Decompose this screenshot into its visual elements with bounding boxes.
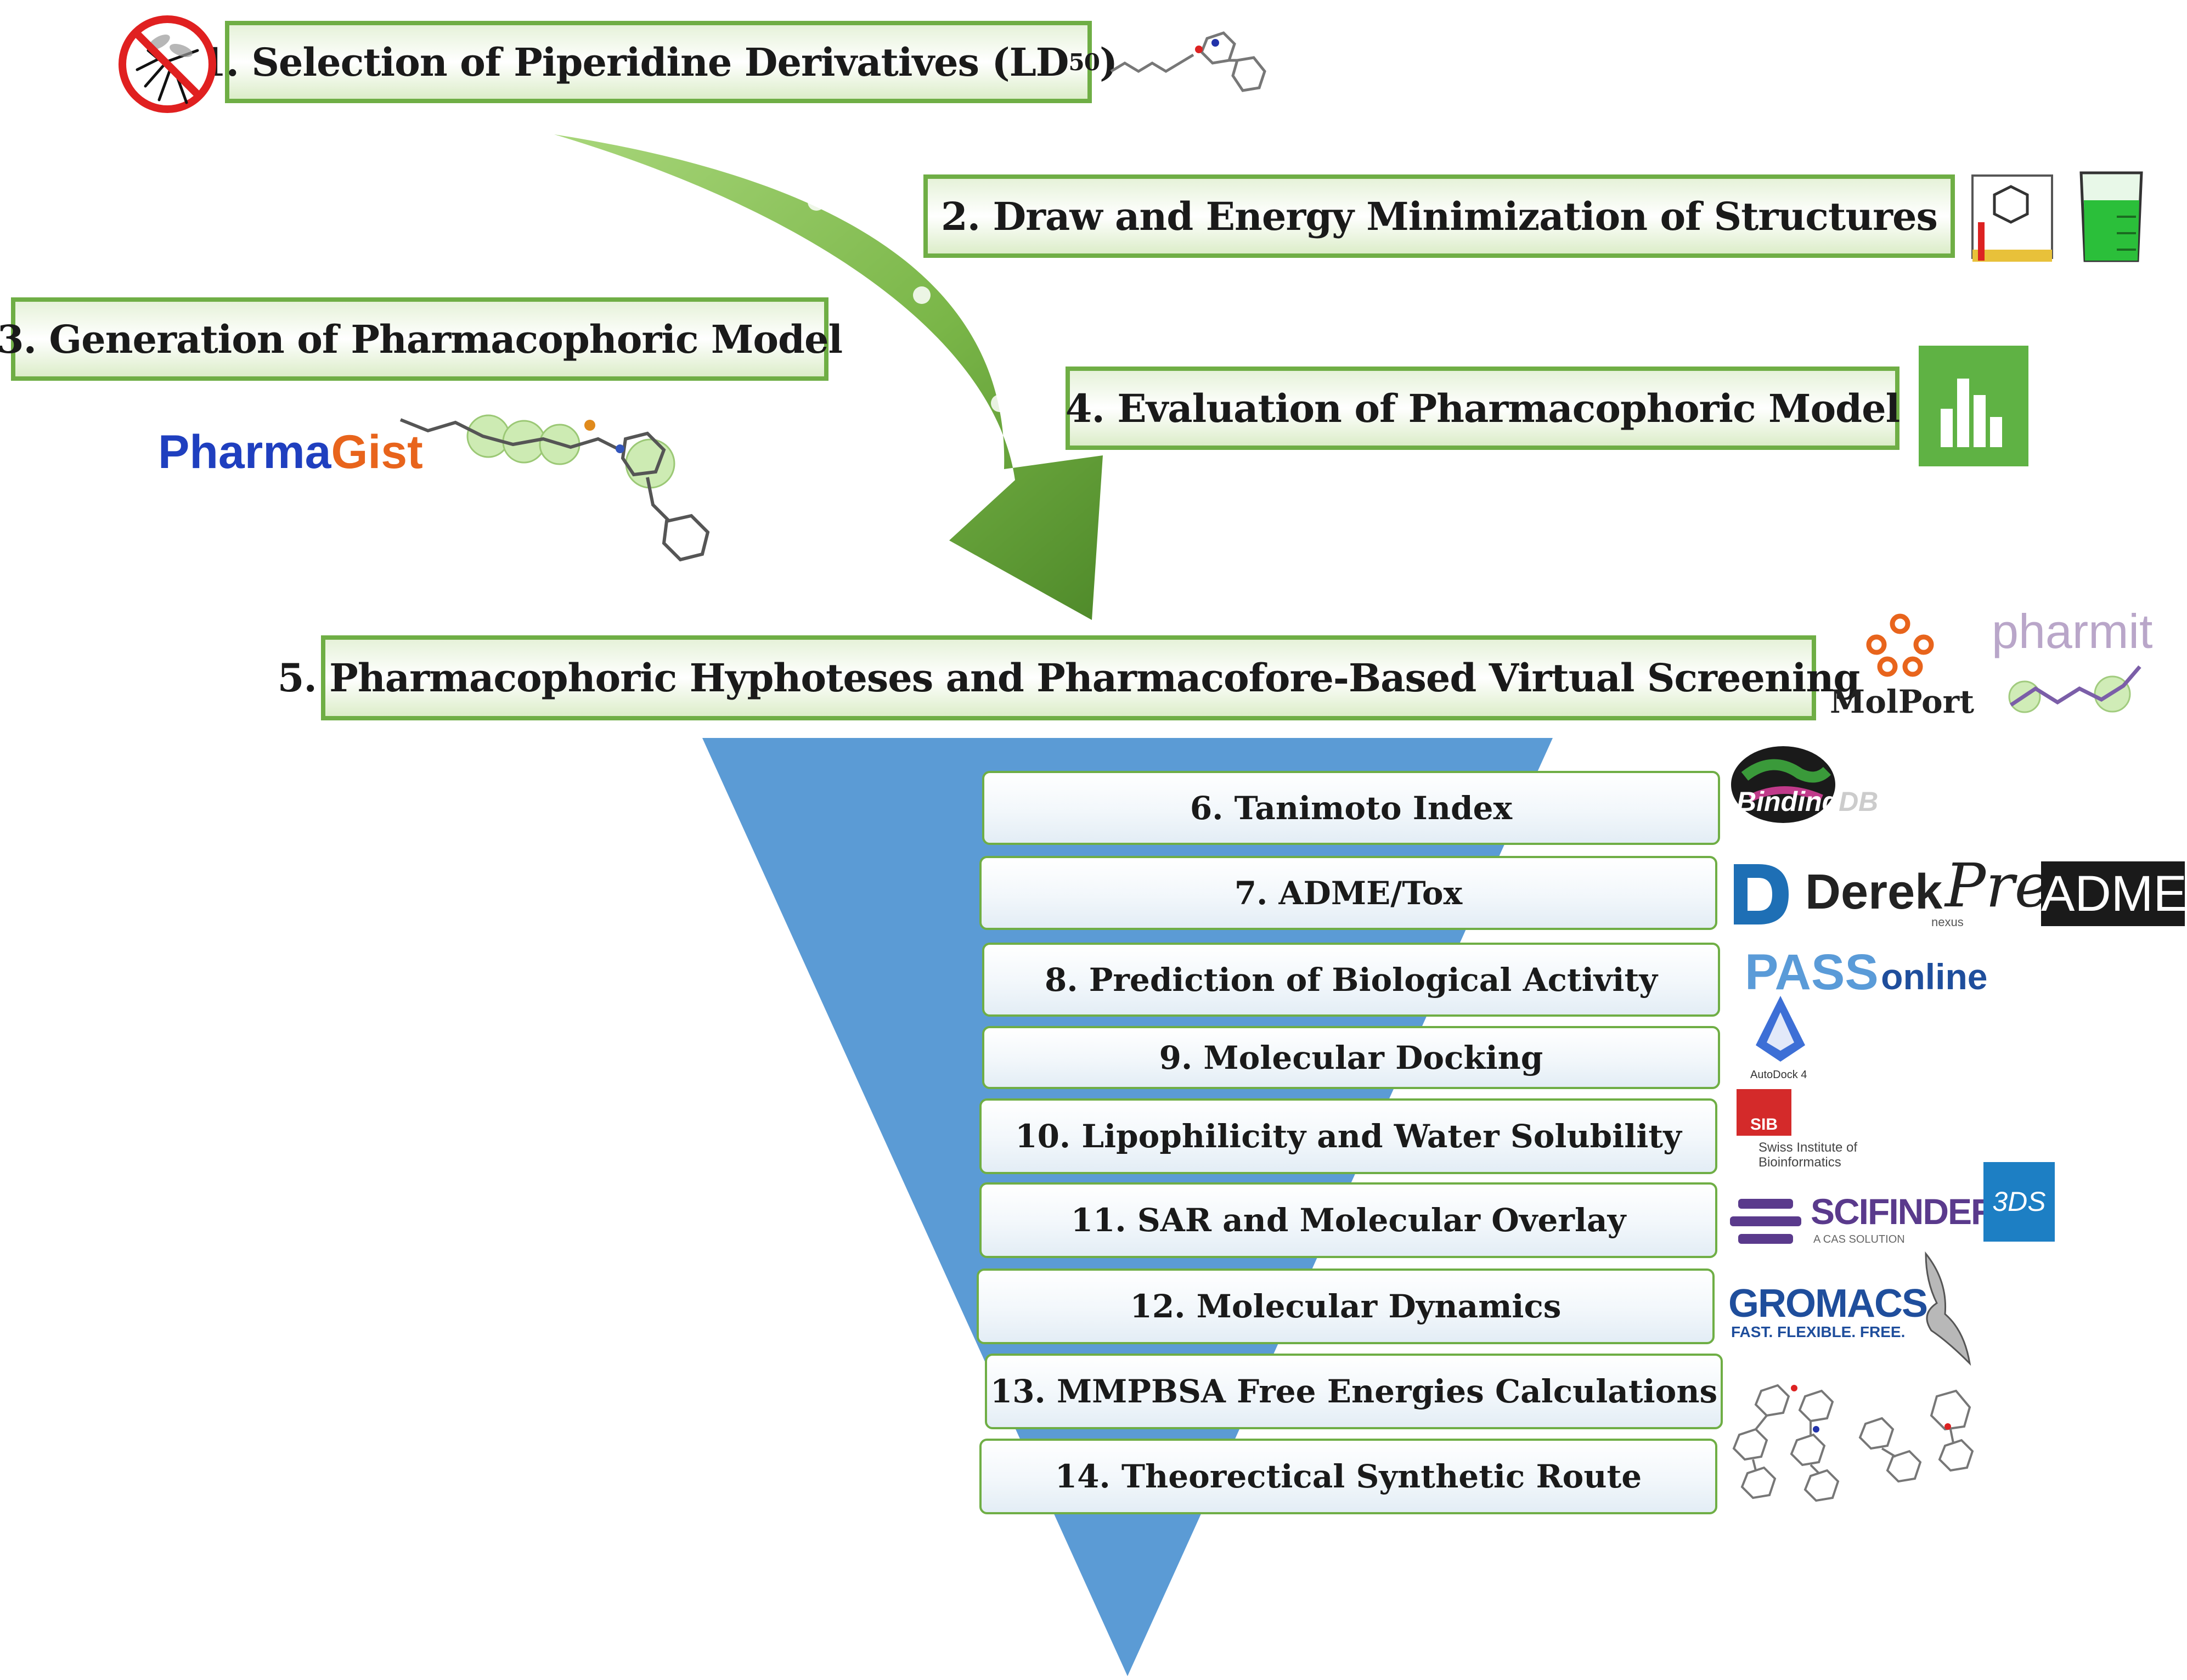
pharmit-logo: pharmit <box>1992 604 2153 658</box>
process-flow-arrow <box>554 134 1103 620</box>
sib-badge: SIB <box>1737 1089 1791 1136</box>
step-5-screening: 5. Pharmacophoric Hyphoteses and Pharmac… <box>278 635 1860 720</box>
step-1-close: ) <box>1099 39 1118 85</box>
pass-label: PASS <box>1745 944 1879 1000</box>
step-3-label: 3. Generation of Pharmacophoric Model <box>0 316 843 362</box>
step-2-draw: 2. Draw and Energy Minimization of Struc… <box>923 174 1955 258</box>
step-1-selection: 1. Selection of Piperidine Derivatives (… <box>200 21 1118 103</box>
bindingdb-globe-icon <box>1731 746 1835 823</box>
step-7-label: 7. ADME/Tox <box>1234 874 1463 912</box>
step-4-evaluation: 4. Evaluation of Pharmacophoric Model <box>1065 367 1900 450</box>
step-6-label: 6. Tanimoto Index <box>1190 789 1513 827</box>
bindingdb-part2: DB <box>1839 786 1879 817</box>
preadmet-pre-label: Pre <box>1945 850 2050 921</box>
gromacs-label: GROMACS <box>1728 1282 1928 1326</box>
step-14-label: 14. Theorectical Synthetic Route <box>1055 1458 1642 1495</box>
gromacs-bird-icon <box>1925 1251 1971 1366</box>
scifinder-tag: A CAS SOLUTION <box>1813 1233 1905 1245</box>
step-12-dynamics: 12. Molecular Dynamics <box>977 1269 1715 1344</box>
molport-network-icon <box>1866 613 1934 677</box>
step-1-subscript: 50 <box>1068 48 1100 76</box>
beaker-icon <box>2079 171 2143 262</box>
derek-nexus-label: nexus <box>1931 915 1964 929</box>
autodock-label: AutoDock 4 <box>1750 1069 1807 1081</box>
pharmacophore-molecule-icon <box>399 414 710 562</box>
arrow-bead <box>913 286 931 304</box>
sib-line1: Swiss Institute of <box>1758 1140 1858 1155</box>
dassault-logo: 3DS <box>1983 1162 2055 1242</box>
step-10-label: 10. Lipophilicity and Water Solubility <box>1015 1118 1682 1155</box>
no-mosquito-icon <box>119 15 216 113</box>
step-12-label: 12. Molecular Dynamics <box>1130 1288 1562 1325</box>
step-13-mmpbsa: 13. MMPBSA Free Energies Calculations <box>985 1354 1723 1429</box>
bindingdb-part1: Binding <box>1737 786 1839 817</box>
step-6-tanimoto: 6. Tanimoto Index <box>982 771 1720 845</box>
step-8-label: 8. Prediction of Biological Activity <box>1045 961 1658 999</box>
step-3-generation: 3. Generation of Pharmacophoric Model <box>0 297 843 381</box>
synthetic-route-molecules-icon <box>1732 1384 1974 1502</box>
step-7-admetox: 7. ADME/Tox <box>979 856 1717 930</box>
arrow-bead <box>991 394 1008 412</box>
structure-drawing-icon <box>1971 174 2053 262</box>
step-10-lipophilicity: 10. Lipophilicity and Water Solubility <box>979 1098 1717 1174</box>
step-5-label: 5. Pharmacophoric Hyphoteses and Pharmac… <box>277 655 1861 701</box>
bar-chart-icon <box>1919 346 2028 466</box>
preadmet-admet-label: ADMET <box>2041 861 2187 926</box>
step-8-biological-activity: 8. Prediction of Biological Activity <box>982 943 1720 1017</box>
step-1-label: 1. Selection of Piperidine Derivatives (… <box>199 39 1069 85</box>
scifinder-stack-icon <box>1730 1199 1801 1244</box>
pass-online-label: online <box>1881 956 1988 997</box>
molport-label: MolPort <box>1830 683 1975 720</box>
pharmagist-part1: Pharma <box>158 426 331 478</box>
step-9-docking: 9. Molecular Docking <box>982 1026 1720 1089</box>
arrow-bead <box>808 193 825 211</box>
step-11-sar: 11. SAR and Molecular Overlay <box>979 1182 1717 1258</box>
step-4-label: 4. Evaluation of Pharmacophoric Model <box>1065 385 1900 431</box>
step-2-label: 2. Draw and Energy Minimization of Struc… <box>941 193 1938 239</box>
pharmagist-part2: Gist <box>331 426 423 478</box>
pharmit-molecule-icon <box>2008 665 2141 713</box>
derek-label: Derek <box>1805 865 1943 920</box>
step-9-label: 9. Molecular Docking <box>1159 1039 1543 1076</box>
autodock-icon <box>1756 996 1805 1062</box>
piperidine-molecule-icon <box>1110 31 1266 92</box>
pass-online-logo: PASS online <box>1745 944 1987 1001</box>
step-13-label: 13. MMPBSA Free Energies Calculations <box>990 1373 1718 1410</box>
scifinder-label: SCIFINDER <box>1811 1191 1997 1232</box>
pharmagist-logo: PharmaGist <box>158 425 423 480</box>
derek-d-icon <box>1734 864 1789 924</box>
bindingdb-logo: BindingDB <box>1737 786 1878 818</box>
step-14-synthetic-route: 14. Theorectical Synthetic Route <box>979 1439 1717 1514</box>
sib-line2: Bioinformatics <box>1758 1155 1841 1170</box>
step-11-label: 11. SAR and Molecular Overlay <box>1070 1202 1626 1239</box>
gromacs-tagline: FAST. FLEXIBLE. FREE. <box>1731 1323 1906 1340</box>
